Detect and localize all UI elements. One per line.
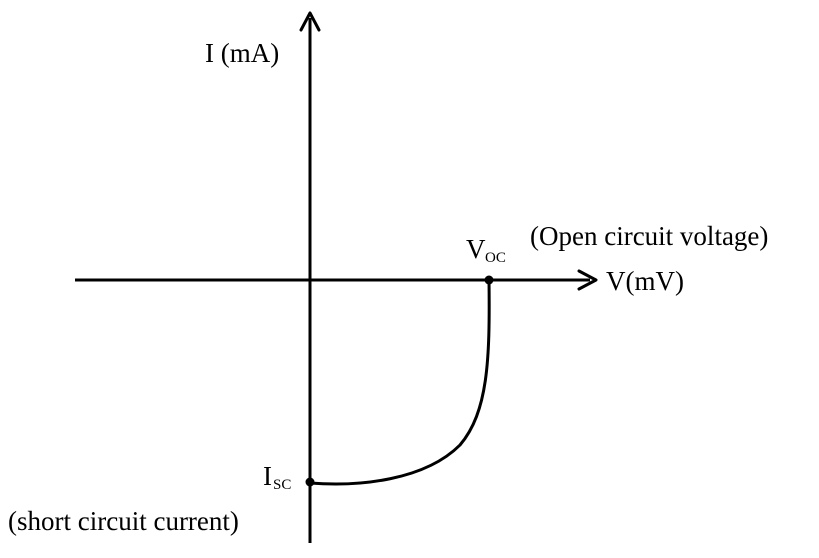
current-axis-arrowhead xyxy=(299,11,321,32)
isc-subscript: SC xyxy=(273,477,291,493)
voc-subscript: OC xyxy=(485,250,506,266)
x-axis-label: V(mV) xyxy=(606,266,684,296)
iv-curve xyxy=(309,279,491,486)
isc-description: (short circuit current) xyxy=(8,506,239,536)
isc-symbol: I xyxy=(263,461,272,491)
isc-point xyxy=(305,477,315,487)
voltage-axis-arrowhead xyxy=(577,269,598,291)
voc-symbol: V xyxy=(466,234,486,264)
y-axis-label: I (mA) xyxy=(205,38,279,68)
voc-description: (Open circuit voltage) xyxy=(530,221,768,251)
voc-point xyxy=(484,275,494,285)
